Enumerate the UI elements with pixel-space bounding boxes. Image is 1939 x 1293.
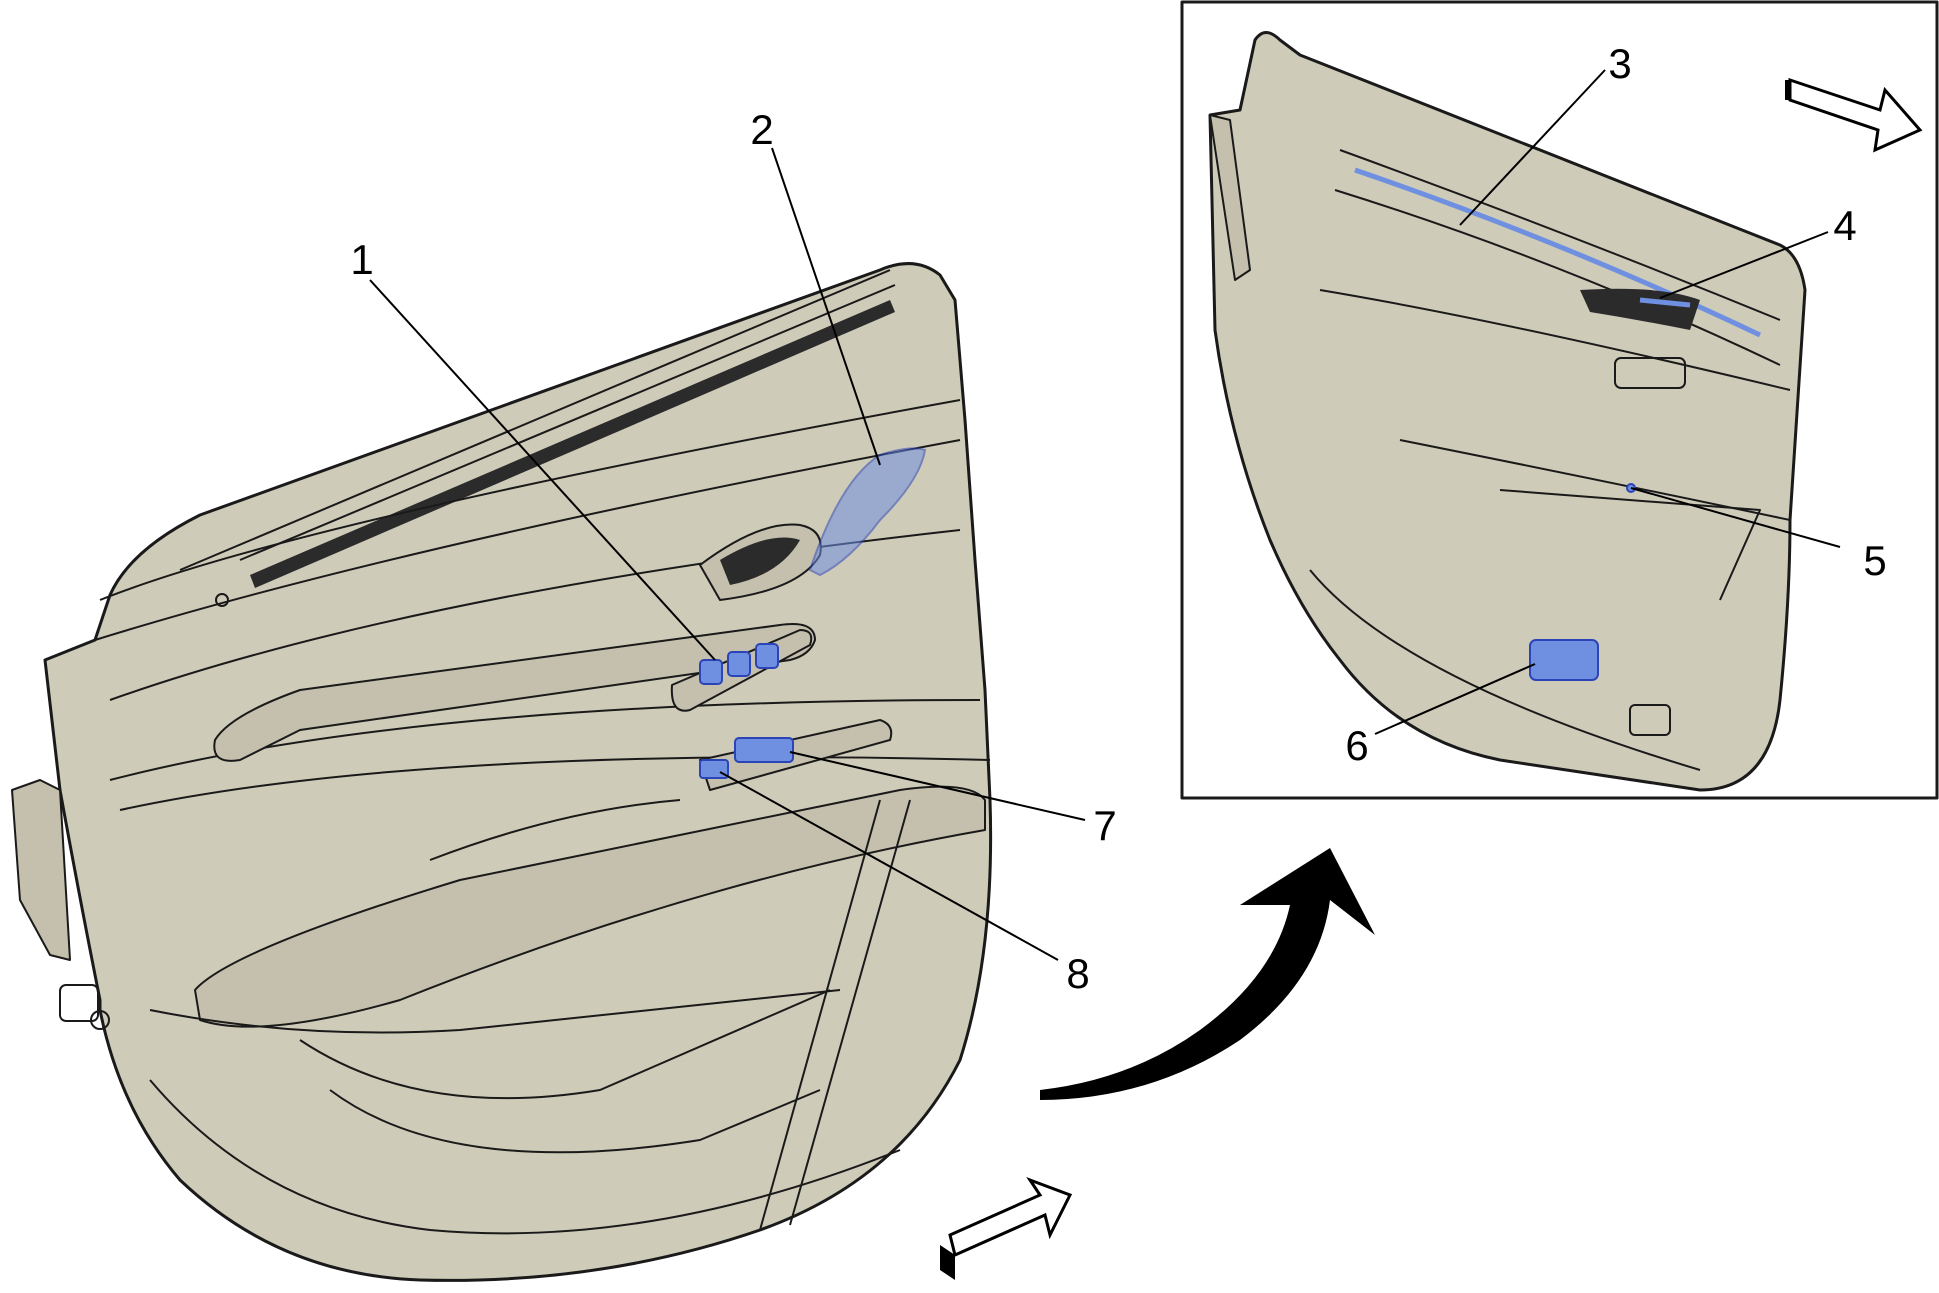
callout-4: 4: [1833, 202, 1856, 249]
callout-2: 2: [750, 106, 773, 153]
direction-arrow-icon: [1785, 77, 1923, 153]
callout-6: 6: [1345, 722, 1368, 769]
callout-7: 7: [1093, 802, 1116, 849]
lower-switch-7: [734, 737, 794, 763]
ambient-light-strip: [1354, 167, 1762, 338]
window-switch-3: [755, 643, 779, 669]
callout-5: 5: [1863, 537, 1886, 584]
direction-arrow-icon: [940, 1176, 1073, 1280]
inset-view: [1180, 0, 1939, 800]
window-switch-2: [727, 651, 751, 677]
lower-switch-8: [699, 759, 729, 779]
speaker-grille: [808, 447, 927, 577]
curved-arrow-icon: [1040, 848, 1375, 1100]
callout-3: 3: [1608, 40, 1631, 87]
window-switch-1: [699, 659, 723, 685]
main-door-panel: [11, 262, 993, 1282]
callout-1: 1: [350, 236, 373, 283]
lower-lamp: [1529, 639, 1599, 681]
callout-8: 8: [1066, 950, 1089, 997]
leader-lines: [369, 69, 1841, 961]
callout-labels: 1 2 3 4 5 6 7 8: [350, 40, 1886, 997]
